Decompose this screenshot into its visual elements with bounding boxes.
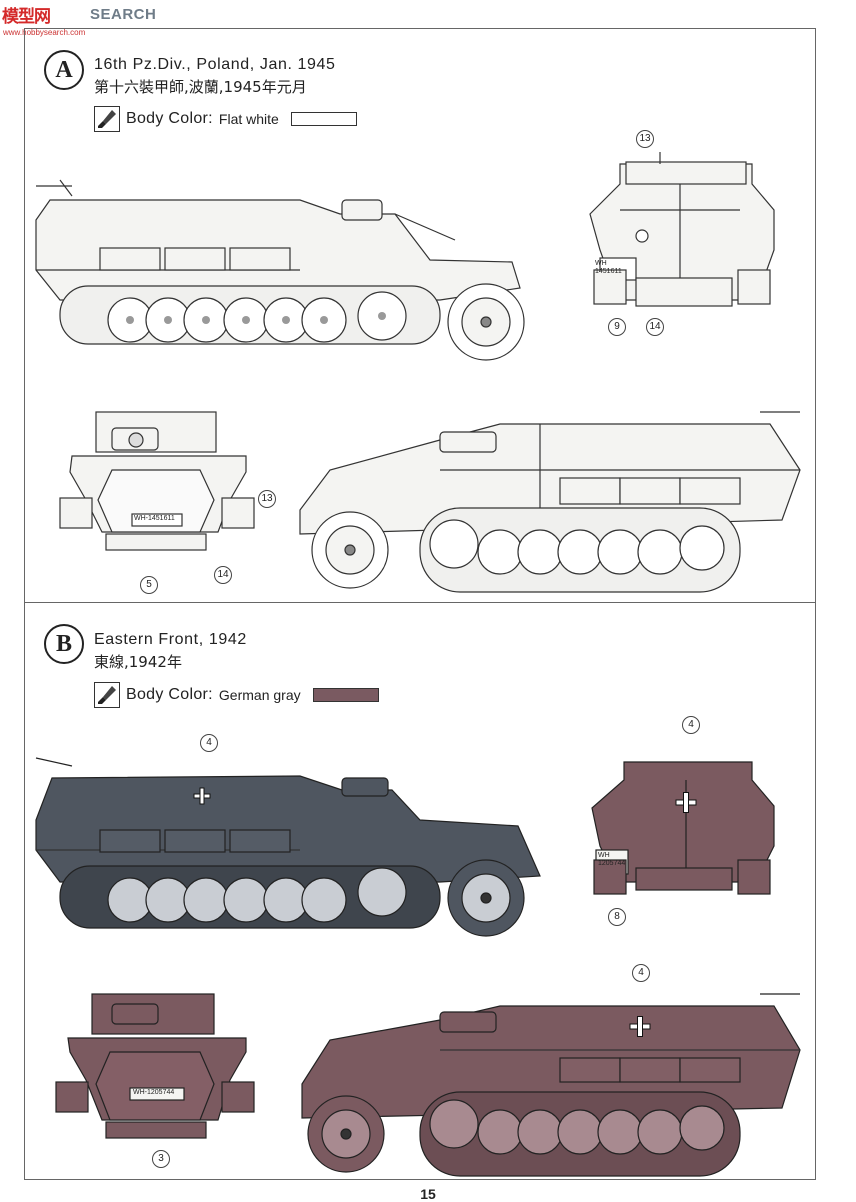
scheme-a-color-label: Body Color: xyxy=(126,110,213,127)
scheme-b-callout-4-side: 4 xyxy=(200,734,218,752)
scheme-b-callout-8: 8 xyxy=(608,908,626,926)
scheme-a-color-name: Flat white xyxy=(218,111,279,127)
scheme-a-letter-badge: A xyxy=(44,50,84,90)
scheme-a-rear-plate-number: 1451611 xyxy=(595,268,622,275)
scheme-a-callout-9: 9 xyxy=(608,318,626,336)
scheme-a-callout-13-rear: 13 xyxy=(636,130,654,148)
scheme-a-side-view-left xyxy=(35,179,525,361)
scheme-b-letter-badge: B xyxy=(44,624,84,664)
scheme-b-right-balkenkreuz xyxy=(629,1016,651,1037)
scheme-a-title-en: 16th Pz.Div., Poland, Jan. 1945 xyxy=(94,56,336,73)
scheme-b-rear-view xyxy=(591,761,775,895)
scheme-a-color-swatch xyxy=(290,112,357,126)
page-frame xyxy=(24,28,816,1180)
scheme-a-callout-5: 5 xyxy=(140,576,158,594)
scheme-b-title-zh: 東線,1942年 xyxy=(94,653,182,671)
scheme-a-front-plate: WH-1451611 xyxy=(134,515,175,522)
scheme-a-rear-view xyxy=(589,152,775,307)
paintbrush-icon xyxy=(94,106,120,132)
scheme-b-color-row: Body Color: German gray xyxy=(94,682,379,708)
scheme-a-callout-14-rear: 14 xyxy=(646,318,664,336)
scheme-a-front-view xyxy=(59,411,255,551)
scheme-a-color-row: Body Color: Flat white xyxy=(94,106,357,132)
scheme-b-side-view-left xyxy=(35,757,541,937)
scheme-a-side-view-right xyxy=(299,411,801,593)
scheme-b-front-plate: WH-1205744 xyxy=(133,1089,175,1096)
page-number: 15 xyxy=(420,1186,436,1202)
scheme-b-color-label: Body Color: xyxy=(126,686,213,703)
scheme-b-rear-plate-prefix: WH xyxy=(598,852,610,859)
scheme-b-callout-4-rear: 4 xyxy=(682,716,700,734)
scheme-b-rear-plate: WH 1205744 xyxy=(598,852,625,868)
scheme-a-title-zh: 第十六裝甲師,波蘭,1945年元月 xyxy=(94,78,307,96)
scheme-b-side-balkenkreuz xyxy=(193,787,211,805)
scheme-a-callout-14-front: 14 xyxy=(214,566,232,584)
scheme-b-callout-4-right: 4 xyxy=(632,964,650,982)
scheme-b-color-swatch xyxy=(312,688,379,702)
brand-watermark: 模型网 SEARCH www.hobbysearch.com xyxy=(2,2,172,42)
scheme-b-side-view-right xyxy=(301,993,801,1177)
scheme-b-rear-balkenkreuz xyxy=(675,792,697,813)
scheme-b-callout-3: 3 xyxy=(152,1150,170,1168)
section-divider xyxy=(24,602,816,603)
scheme-a-rear-plate: WH 1451611 xyxy=(595,260,622,276)
scheme-a-callout-13-front: 13 xyxy=(258,490,276,508)
paintbrush-icon xyxy=(94,682,120,708)
scheme-a-rear-plate-prefix: WH xyxy=(595,260,607,267)
scheme-b-rear-plate-number: 1205744 xyxy=(598,860,626,867)
scheme-b-title-en: Eastern Front, 1942 xyxy=(94,631,247,648)
scheme-b-color-name: German gray xyxy=(218,687,301,703)
brand-url: www.hobbysearch.com xyxy=(3,28,86,37)
scheme-b-front-view xyxy=(55,993,255,1139)
brand-logo: 模型网 xyxy=(2,7,51,26)
brand-search-text: SEARCH xyxy=(90,6,157,23)
